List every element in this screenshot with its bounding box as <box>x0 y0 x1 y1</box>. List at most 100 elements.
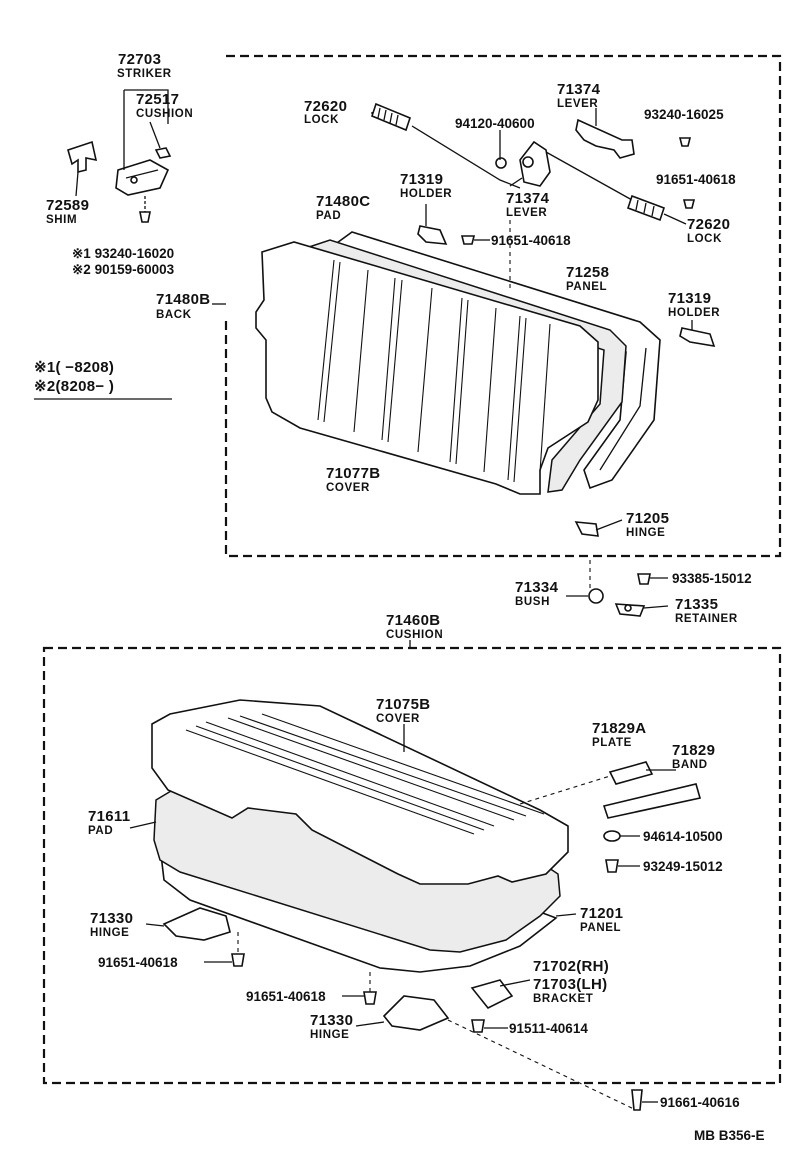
part-name-band: BAND <box>672 759 708 771</box>
part-name-back: BACK <box>156 309 192 321</box>
part-name-panel-cushion: PANEL <box>580 922 621 934</box>
part-number-71077B: 71077B <box>326 465 380 482</box>
seat-back-cover-icon <box>255 241 599 495</box>
striker-screw-icon <box>139 196 151 223</box>
part-name-bracket: BRACKET <box>533 993 593 1005</box>
part-number-71374-top: 71374 <box>557 81 601 98</box>
screw-93240-16025-icon <box>678 137 692 147</box>
part-number-72517: 72517 <box>136 91 179 108</box>
part-name-lock-left: LOCK <box>304 114 339 126</box>
bolt-91661-40616: 91661-40616 <box>660 1095 740 1110</box>
shim-icon <box>67 140 98 174</box>
bolt-93385-icon <box>637 573 651 585</box>
part-name-pad-back: PAD <box>316 210 341 222</box>
cushion-cover-icon <box>151 699 569 885</box>
part-number-71480B: 71480B <box>156 291 210 308</box>
bracket-icon <box>470 979 514 1010</box>
part-number-71335: 71335 <box>675 596 718 613</box>
lock-left-icon <box>371 102 411 132</box>
legend-row-1: ※1( −8208) <box>34 359 114 376</box>
bolt-91651-40618-bottom: 91651-40618 <box>246 989 326 1004</box>
retainer-icon <box>614 603 646 617</box>
hinge-back-icon <box>574 521 599 537</box>
washer-94614-10500: 94614-10500 <box>643 829 723 844</box>
hinge-right-leader <box>355 1021 385 1027</box>
part-name-plate: PLATE <box>592 737 632 749</box>
bolt-91651-c-icon <box>231 953 245 967</box>
cushion-leader <box>149 121 161 149</box>
part-number-71330-left: 71330 <box>90 910 133 927</box>
striker-leader <box>123 89 169 170</box>
part-name-cover-back: COVER <box>326 482 370 494</box>
bolt-91651-40618-left: 91651-40618 <box>98 955 178 970</box>
bolt-91661-icon <box>631 1089 643 1111</box>
part-name-retainer: RETAINER <box>675 613 738 625</box>
hinge-cushion-right-icon <box>382 995 450 1031</box>
lever-icon <box>575 118 635 159</box>
lock-cable-left <box>411 125 521 189</box>
part-number-71829A: 71829A <box>592 720 646 737</box>
part-number-72620-right: 72620 <box>687 216 730 233</box>
panel-cushion-leader <box>555 913 577 917</box>
part-number-71330-right: 71330 <box>310 1012 353 1029</box>
part-name-lever-top: LEVER <box>557 98 598 110</box>
bolt-93240-16020: ※1 93240-16020 <box>72 246 174 261</box>
bolt-90159-60003: ※2 90159-60003 <box>72 262 175 277</box>
bolt-91651-40618-top: 91651-40618 <box>656 172 736 187</box>
part-number-71611: 71611 <box>88 808 130 825</box>
part-number-71374-mid: 71374 <box>506 190 550 207</box>
lock-right-leader <box>663 213 687 225</box>
part-name-lock-right: LOCK <box>687 233 722 245</box>
hinge-cushion-left-icon <box>162 907 231 941</box>
part-name-cushion-small: CUSHION <box>136 108 193 120</box>
part-name-cover-cushion: COVER <box>376 713 420 725</box>
seat-cushion-group-frame <box>42 646 782 1085</box>
bolt-91651-b-icon <box>460 235 476 245</box>
bolt-94120-40600: 94120-40600 <box>455 116 535 131</box>
part-name-lever-mid: LEVER <box>506 207 547 219</box>
part-name-pad-cushion: PAD <box>88 825 113 837</box>
part-name-shim: SHIM <box>46 214 77 226</box>
hinge-back-leader <box>595 519 623 531</box>
lever-mech-leader <box>509 177 523 187</box>
part-name-hinge-back: HINGE <box>626 527 665 539</box>
bolt-93385-15012: 93385-15012 <box>672 571 752 586</box>
holder-left-icon <box>417 225 448 245</box>
part-number-71205: 71205 <box>626 510 669 527</box>
legend-row-2: ※2(8208− ) <box>34 378 114 395</box>
part-number-72620-left: 72620 <box>304 98 347 115</box>
part-number-71075B: 71075B <box>376 696 430 713</box>
part-number-72703: 72703 <box>118 51 161 68</box>
bolt-91651-40618-mid: 91651-40618 <box>491 233 571 248</box>
holder-right-icon <box>679 327 716 348</box>
bush-icon <box>588 588 604 604</box>
part-number-71201: 71201 <box>580 905 623 922</box>
bolt-91651-a-icon <box>682 199 696 209</box>
part-name-holder-right: HOLDER <box>668 307 720 319</box>
seat-back-pad-icon <box>297 239 627 493</box>
seat-back-group-frame <box>224 54 782 558</box>
striker-icon <box>115 159 170 196</box>
bolt-91661-axis <box>447 1019 637 1111</box>
part-number-71334: 71334 <box>515 579 559 596</box>
lock-right-icon <box>626 194 666 222</box>
band-icon <box>602 783 702 819</box>
part-name-panel-back: PANEL <box>566 281 607 293</box>
part-name-hinge-cushion-left: HINGE <box>90 927 129 939</box>
washer-94614-icon <box>603 830 621 842</box>
lock-cable-right <box>545 151 633 201</box>
plate-icon <box>608 761 654 785</box>
bolt-93249-15012: 93249-15012 <box>643 859 723 874</box>
part-name-bush: BUSH <box>515 596 550 608</box>
part-number-72589: 72589 <box>46 197 89 214</box>
lever-mechanism-icon <box>519 140 551 187</box>
part-number-71703: 71703(LH) <box>533 976 607 993</box>
bolt-91651-d-icon <box>363 991 377 1005</box>
nut-94120-icon <box>495 157 507 169</box>
part-number-71480C: 71480C <box>316 193 370 210</box>
screw-93240-16025: 93240-16025 <box>644 107 724 122</box>
part-name-cushion-assembly: CUSHION <box>386 629 443 641</box>
part-number-71258: 71258 <box>566 264 609 281</box>
part-number-71702: 71702(RH) <box>533 958 609 975</box>
